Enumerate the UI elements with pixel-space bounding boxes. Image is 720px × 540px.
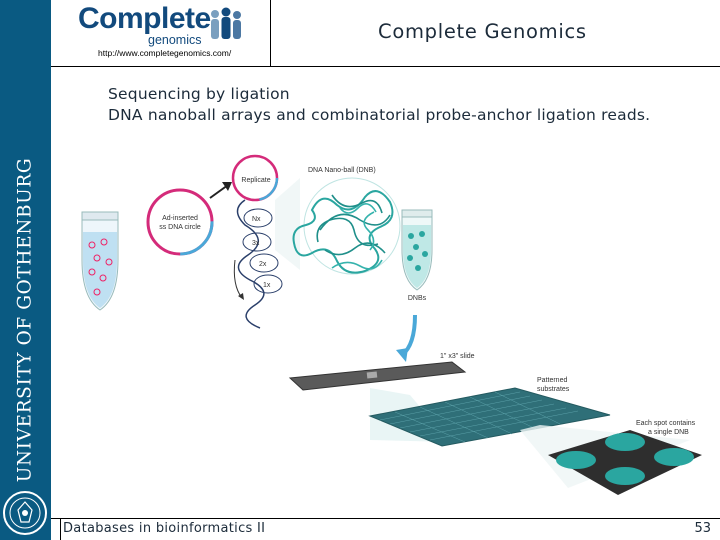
circle-label-2: ss DNA circle: [159, 224, 201, 231]
replicate-label: Replicate: [241, 177, 270, 184]
logo-people-icon: [211, 7, 241, 39]
x1-label: 1x: [263, 282, 271, 289]
glass-slide: [288, 361, 467, 391]
x2-label: 2x: [259, 261, 267, 268]
university-seal-icon: [3, 491, 47, 535]
logo-brand: Complete: [78, 2, 211, 35]
dnbs-tube-icon: DNBs: [401, 209, 433, 302]
arrowhead-icon: [222, 182, 232, 191]
spot-label-2: a single DNB: [648, 429, 689, 436]
university-sidebar: UNIVERSITY OF GOTHENBURG: [0, 0, 51, 540]
concatemer-chain: Nx 3x 2x 1x: [233, 199, 283, 329]
dnbs-label: DNBs: [408, 295, 427, 302]
spot-label-1: Each spot contains: [636, 420, 696, 427]
subtitle-line-1: Sequencing by ligation: [108, 85, 290, 103]
footer-divider: [51, 518, 720, 519]
arrow-to-replicate-icon: [209, 184, 229, 199]
curved-arrowhead-icon: [396, 348, 408, 362]
header-divider: [51, 66, 720, 67]
logo-area: Complete genomics http://www.completegen…: [70, 0, 271, 66]
page-number: 53: [694, 521, 711, 536]
subtitle-line-2: DNA nanoball arrays and combinatorial pr…: [108, 106, 651, 124]
dnb-title-label: DNA Nano-ball (DNB): [308, 167, 376, 174]
patterned-label-1: Patterned: [537, 377, 567, 384]
university-name: UNIVERSITY OF GOTHENBURG: [14, 157, 36, 483]
dna-nanoball-figure: Ad-inserted ss DNA circle Replicate Nx 3…: [81, 154, 702, 495]
nx-label: Nx: [252, 216, 261, 223]
logo-url: http://www.completegenomics.com/: [98, 48, 232, 58]
slide-subtitle: Sequencing by ligation DNA nanoball arra…: [108, 84, 650, 126]
zoomed-substrate: Each spot contains a single DNB: [548, 420, 702, 495]
logo-subbrand: genomics: [148, 33, 202, 47]
x3-label: 3x: [252, 240, 260, 247]
slide-label: 1" x3" slide: [440, 353, 475, 360]
dna-nanoball: DNA Nano-ball (DNB): [292, 167, 401, 275]
slide-title: Complete Genomics: [378, 20, 587, 43]
projection-cone: [275, 178, 300, 270]
patterned-substrate: Patterned substrates: [368, 377, 611, 447]
replicate-circle: Replicate: [231, 154, 279, 202]
patterned-label-2: substrates: [537, 386, 570, 393]
sample-tube-icon: [81, 211, 119, 311]
footer-separator: [60, 518, 61, 540]
circle-label-1: Ad-inserted: [162, 215, 198, 222]
course-name: Databases in bioinformatics II: [63, 521, 266, 536]
ss-dna-circle: Ad-inserted ss DNA circle: [146, 188, 214, 256]
